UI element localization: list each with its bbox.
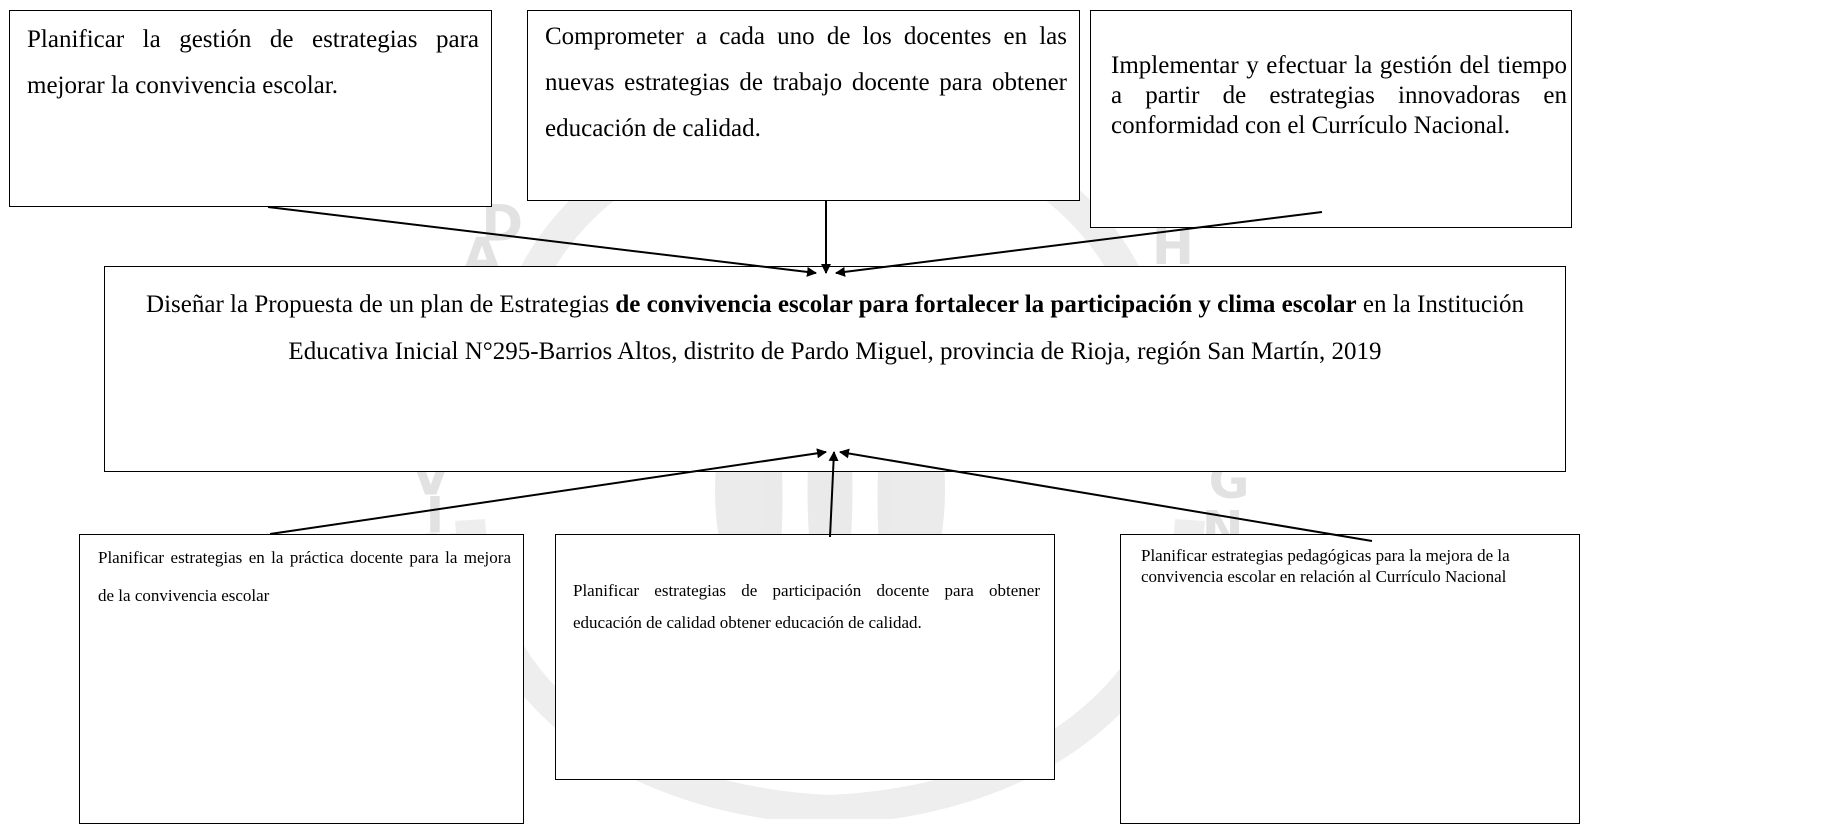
main-text-before: Diseñar la Propuesta de un plan de Estra… (146, 291, 616, 318)
main-proposal-box: Diseñar la Propuesta de un plan de Estra… (104, 266, 1566, 472)
objective-box-2: Comprometer a cada uno de los docentes e… (527, 10, 1080, 201)
arrow-bottom-left (269, 448, 827, 535)
main-text-bold: de convivencia escolar para fortalecer l… (615, 291, 1357, 318)
objective-box-3: Implementar y efectuar la gestión del ti… (1090, 10, 1572, 228)
arrow-bottom-right (839, 448, 1373, 542)
arrow-top-left (267, 206, 817, 277)
strategy-box-2: Planificar estrategias de participación … (555, 534, 1055, 780)
strategy-text-1: Planificar estrategias en la práctica do… (98, 548, 511, 605)
main-text-after: en la Institución Educativa Inicial N°29… (288, 291, 1524, 365)
objective-text-1: Planificar la gestión de estrategias par… (27, 26, 479, 99)
arrow-top-right (835, 211, 1323, 277)
arrow-bottom-middle (828, 451, 839, 538)
objective-box-1: Planificar la gestión de estrategias par… (9, 10, 492, 207)
strategy-box-1: Planificar estrategias en la práctica do… (79, 534, 524, 824)
strategy-text-2: Planificar estrategias de participación … (573, 581, 1040, 632)
strategy-box-3: Planificar estrategias pedagógicas para … (1120, 534, 1580, 824)
objective-text-2: Comprometer a cada uno de los docentes e… (545, 23, 1067, 142)
strategy-text-3: Planificar estrategias pedagógicas para … (1141, 546, 1510, 586)
main-proposal-text: Diseñar la Propuesta de un plan de Estra… (115, 281, 1555, 375)
objective-text-3: Implementar y efectuar la gestión del ti… (1111, 52, 1567, 139)
